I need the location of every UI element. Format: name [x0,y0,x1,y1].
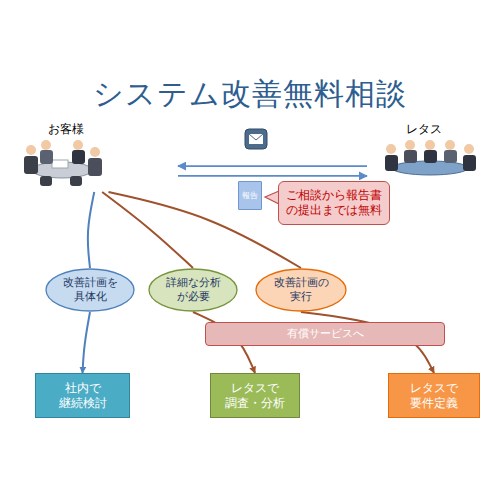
node-text: 社内で 継続検討 [40,381,125,411]
node-text: レタス [406,122,442,137]
person-body [444,150,457,163]
person-body [70,176,82,186]
flow-connector [83,312,91,373]
outcome-box: 社内で 継続検討 [35,373,130,418]
person-body [40,150,53,164]
node-text: 報告 [242,191,258,201]
person-head [386,144,396,154]
customer-illustration [24,140,102,186]
ellipse-shape [149,269,237,311]
person-body [72,150,85,164]
outcome-box: レタスで 要件定義 [388,373,480,418]
ellipse-shape [46,269,134,311]
node-text: レタスで 要件定義 [393,381,475,411]
paid-service-band: 有償サービスへ [205,322,445,346]
flow-connector [178,165,367,167]
person-head [26,145,36,155]
person-head [445,140,455,150]
person-head [90,147,100,157]
condition-ellipse: 改善計画を 具体化 [45,268,135,312]
mail-icon-flap [249,134,263,140]
whiteboard [52,160,68,168]
ellipse-shape [256,269,346,311]
person-body [88,158,102,176]
person-head [464,144,474,154]
person-head [425,140,435,150]
flow-connector [178,175,367,177]
person-body [385,155,398,171]
diagram-title: システム改善無料相談 [0,74,500,115]
flow-connector [102,192,193,268]
person-body [404,150,417,163]
node-text: 改善計画の 実行 [263,276,339,304]
callout-box: ご相談から報告書 の提出までは無料 [278,181,390,225]
node-text: 詳細な分析 が必要 [156,276,230,304]
condition-ellipse: 詳細な分析 が必要 [148,268,238,312]
flow-connector [108,192,301,268]
letas-illustration [385,140,476,175]
actor-group: お客様 [20,122,178,192]
person-head [73,140,83,150]
node-text: ご相談から報告書 の提出までは無料 [283,188,385,218]
person-body [24,156,38,174]
node-text: 改善計画を 具体化 [53,276,127,304]
condition-ellipse: 改善計画の 実行 [255,268,347,312]
node-text: お客様 [48,122,84,137]
person-head [41,140,51,150]
person-body [424,150,437,163]
flow-connector [88,192,94,268]
person-head [405,140,415,150]
callout-tail [265,191,279,204]
node-text: レタスで 調査・分析 [215,381,295,411]
person-body [463,155,476,171]
meeting-table [392,161,468,175]
node-text: 有償サービスへ [287,327,364,341]
person-body [40,176,52,186]
mail-icon-frame [245,129,267,149]
report-document: 報告 [238,181,262,210]
outcome-box: レタスで 調査・分析 [210,373,300,418]
mail-icon-envelope [249,134,263,144]
mail-icon [245,129,267,149]
